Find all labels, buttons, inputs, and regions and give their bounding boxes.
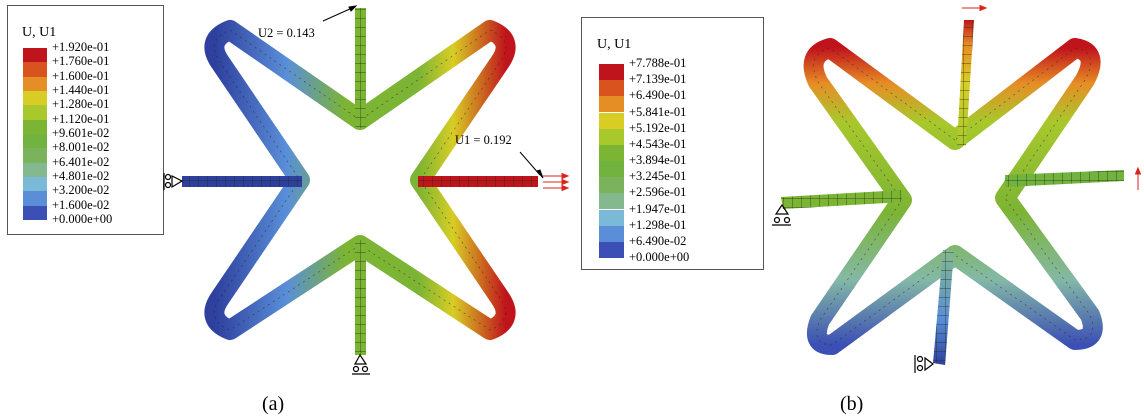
legend-color-band xyxy=(23,134,47,149)
legend-label: +5.841e-01 xyxy=(629,104,687,119)
legend-label: +1.920e-01 xyxy=(52,40,110,54)
legend-label: +6.490e-02 xyxy=(629,233,687,248)
roller-support-icon xyxy=(914,355,934,373)
legend-color-band xyxy=(599,96,624,113)
legend-color-band xyxy=(23,119,47,134)
legend-label: +5.192e-01 xyxy=(629,120,687,135)
load-arrow-icon xyxy=(543,172,570,192)
legend-label: +1.440e-01 xyxy=(52,83,110,97)
legend-color-band xyxy=(23,177,47,192)
caption-a: (a) xyxy=(262,393,285,415)
legend-label: +7.139e-01 xyxy=(629,72,687,87)
structure-a xyxy=(163,5,570,375)
legend-b: U, U1 +7.788e-01 +7.139e-01+6.490e-01+5.8… xyxy=(581,17,764,270)
legend-color-band xyxy=(599,80,624,97)
legend-color-band xyxy=(599,193,624,210)
legend-color-band xyxy=(599,144,624,161)
annotation-u1: U1 = 0.192 xyxy=(455,133,512,147)
legend-label: +9.601e-02 xyxy=(52,126,110,140)
legend-a: U, U1 +1.920e-01+1.760e-01+1.600e-01+1.4… xyxy=(7,5,164,235)
legend-a-colorbar xyxy=(23,48,47,220)
legend-color-band xyxy=(599,128,624,145)
legend-color-band xyxy=(599,112,624,129)
legend-color-band xyxy=(23,48,47,63)
legend-label: +7.788e-01 xyxy=(629,56,687,70)
roller-support-icon xyxy=(772,203,791,226)
legend-color-band xyxy=(23,91,47,106)
legend-color-band xyxy=(599,64,624,81)
structure-b xyxy=(772,4,1142,373)
legend-label: +0.000e+00 xyxy=(52,212,113,226)
roller-support-icon xyxy=(163,173,184,190)
annotation-pointers-a xyxy=(322,5,544,179)
legend-label: +2.596e-01 xyxy=(629,185,687,200)
legend-color-band xyxy=(23,191,47,206)
legend-label: +6.401e-02 xyxy=(52,154,110,169)
legend-label: +3.894e-01 xyxy=(629,153,687,167)
structure-b-frame xyxy=(803,38,1103,355)
legend-color-band xyxy=(599,241,624,258)
legend-label: +1.280e-01 xyxy=(52,97,110,112)
legend-label: +0.000e+00 xyxy=(629,250,690,264)
legend-color-band xyxy=(599,209,624,226)
annotation-u2: U2 = 0.143 xyxy=(258,26,315,40)
legend-label: +1.947e-01 xyxy=(629,201,687,216)
legend-label: +6.490e-01 xyxy=(629,88,687,103)
legend-color-band xyxy=(23,62,47,77)
legend-b-colorbar xyxy=(599,64,624,258)
legend-a-title: U, U1 xyxy=(22,25,57,40)
legend-color-band xyxy=(599,161,624,178)
legend-label: +1.600e-02 xyxy=(52,197,110,212)
legend-label: +8.001e-02 xyxy=(52,140,110,155)
legend-label: +3.245e-01 xyxy=(629,169,687,184)
legend-color-band xyxy=(599,177,624,194)
legend-label: +4.801e-02 xyxy=(52,169,110,183)
legend-label: +1.600e-01 xyxy=(52,68,110,83)
legend-color-band xyxy=(23,76,47,91)
legend-color-band xyxy=(23,148,47,163)
load-arrow-icon xyxy=(962,4,1142,190)
legend-label: +3.200e-02 xyxy=(52,183,110,198)
legend-color-band xyxy=(23,162,47,177)
legend-label: +1.298e-01 xyxy=(629,217,687,232)
legend-label: +1.760e-01 xyxy=(52,54,110,69)
caption-b: (b) xyxy=(840,393,864,415)
legend-label: +1.120e-01 xyxy=(52,111,110,126)
legend-color-band xyxy=(23,105,47,120)
legend-color-band xyxy=(599,225,624,242)
legend-label: +4.543e-01 xyxy=(629,136,687,151)
legend-color-band xyxy=(23,205,47,220)
roller-support-icon xyxy=(352,353,370,375)
legend-b-title: U, U1 xyxy=(597,37,632,52)
